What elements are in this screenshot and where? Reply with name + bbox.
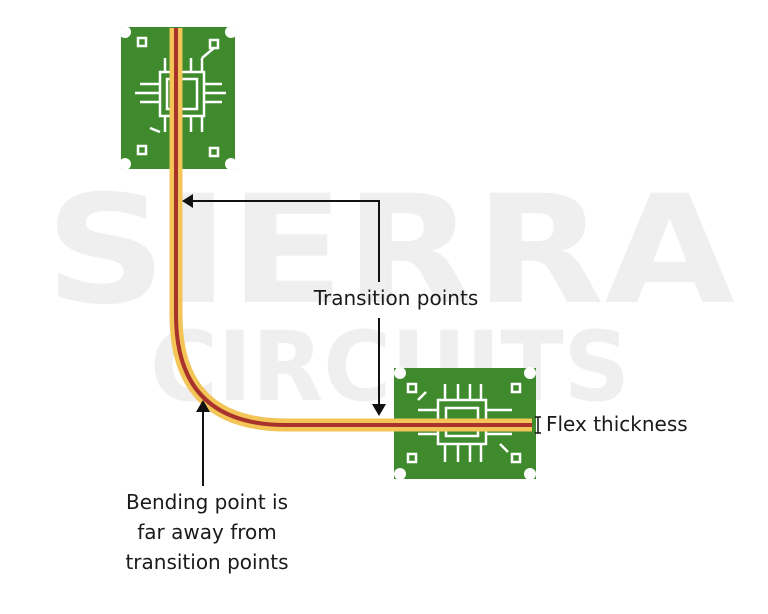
transition-points-arrows (193, 200, 380, 405)
transition-points-label: Transition points (313, 286, 479, 310)
bending-point-label-line3: transition points (125, 550, 288, 574)
watermark-line1: SIERRA (45, 164, 735, 338)
arrowhead-bottom-transition (372, 404, 386, 416)
bending-point-label-line2: far away from (137, 520, 276, 544)
flex-thickness-label: Flex thickness (546, 412, 688, 436)
flex-thickness-marker (535, 416, 541, 434)
flex-circuit (169, 28, 532, 432)
watermark-line2: CIRCUITS (150, 311, 630, 423)
arrowhead-bending-point (196, 400, 210, 412)
bending-point-label-line1: Bending point is (126, 490, 288, 514)
arrowhead-top-transition (182, 194, 193, 208)
